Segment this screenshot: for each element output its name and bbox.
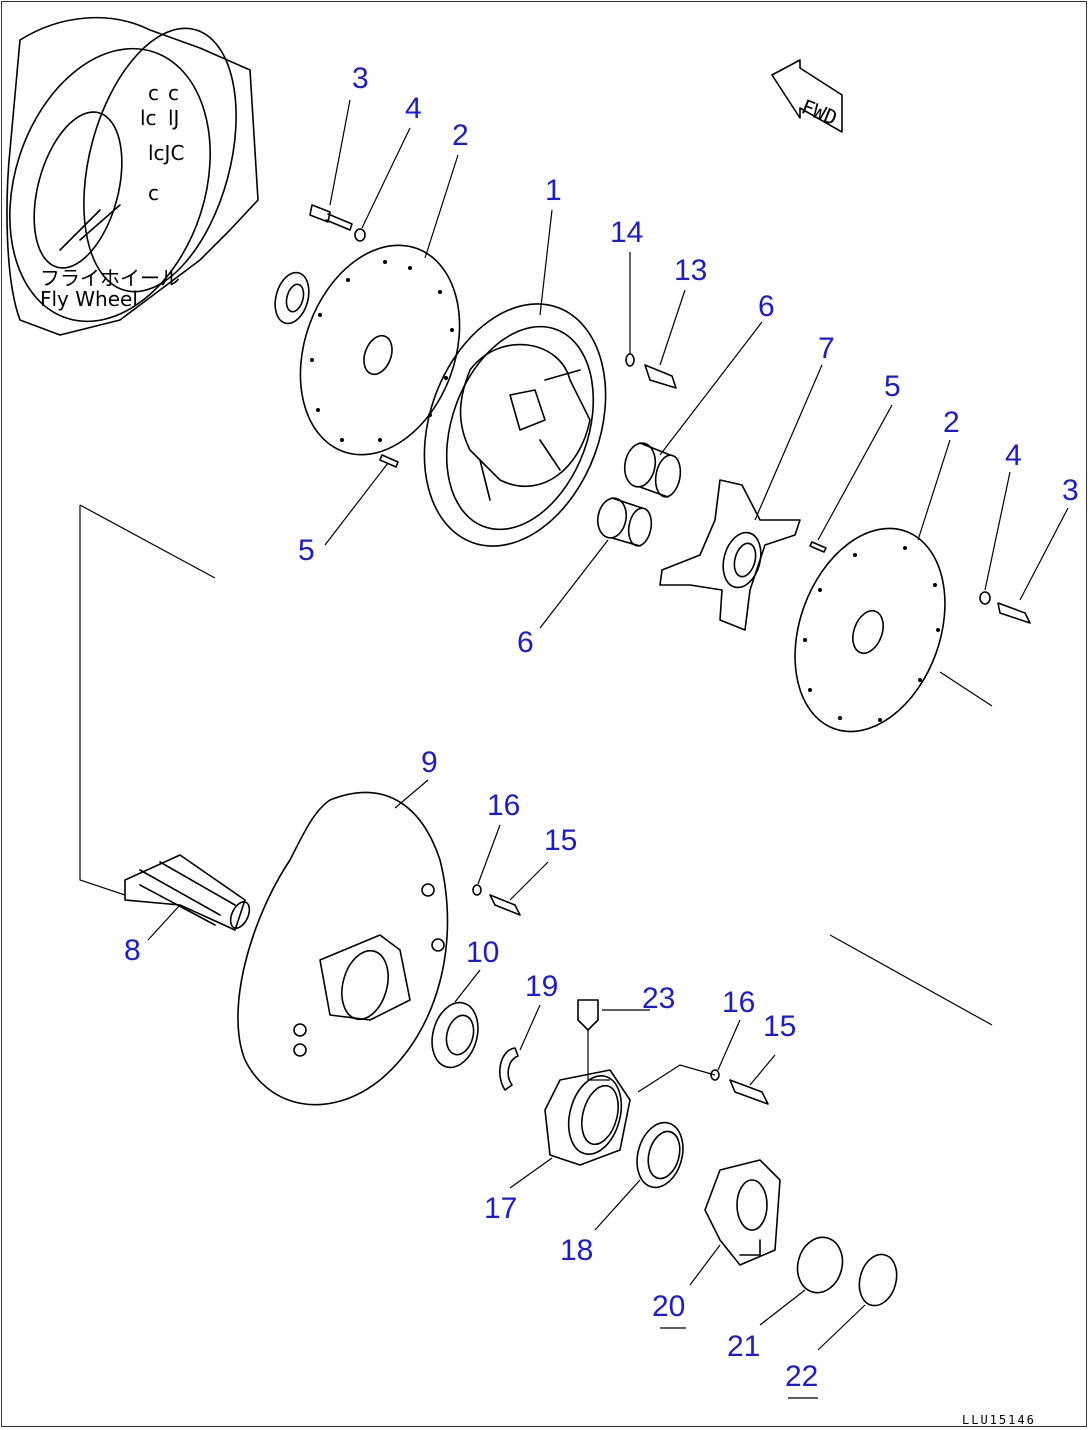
key-part-5-right — [809, 541, 827, 553]
callout-16-lower: 16 — [722, 986, 755, 1019]
callout-6-top: 6 — [758, 290, 775, 323]
callout-2-right: 2 — [943, 406, 960, 439]
yoke-part-20 — [704, 1159, 781, 1266]
svg-text:lc: lc — [140, 106, 157, 130]
callout-21: 21 — [727, 1330, 760, 1363]
callout-5-right: 5 — [884, 370, 901, 403]
callout-3-right: 3 — [1062, 474, 1079, 507]
svg-text:FWD: FWD — [798, 94, 840, 130]
callout-22: 22 — [785, 1360, 818, 1393]
plate-part-2-right — [794, 527, 946, 733]
washer-part-4-top — [354, 228, 366, 242]
seal-part-18 — [636, 1121, 684, 1189]
svg-text:c: c — [148, 81, 159, 105]
cover-part-17 — [544, 1069, 631, 1166]
coupling-part-7 — [659, 479, 801, 631]
callout-4-top: 4 — [405, 92, 422, 125]
callout-13: 13 — [674, 254, 707, 287]
callout-18: 18 — [560, 1234, 593, 1267]
sensor-part-23 — [577, 999, 599, 1080]
callout-3-top: 3 — [352, 62, 369, 95]
fwd-arrow-icon: FWD — [771, 59, 843, 133]
callout-17: 17 — [484, 1192, 517, 1225]
bushing-part-6-lower — [596, 497, 653, 547]
callout-19: 19 — [525, 970, 558, 1003]
svg-text:lcJC: lcJC — [148, 141, 184, 165]
callout-14: 14 — [610, 216, 643, 249]
svg-text:c: c — [148, 181, 159, 205]
ring-part-22 — [858, 1253, 898, 1307]
callout-15-lower: 15 — [763, 1010, 796, 1043]
callout-1: 1 — [545, 174, 562, 207]
callout-5-left: 5 — [298, 534, 315, 567]
callout-leaders — [147, 99, 1069, 1399]
svg-text:c: c — [168, 81, 179, 105]
washer-part-16-upper — [472, 884, 482, 896]
callout-8: 8 — [124, 934, 141, 967]
drawing-code: LLU15146 — [962, 1413, 1036, 1427]
washer-part-4-right — [979, 591, 991, 605]
flywheel-label-jp: フライホイール — [40, 266, 180, 290]
plate-part-2-top — [299, 244, 461, 456]
key-part-5-top — [379, 454, 399, 468]
svg-text:lJ: lJ — [168, 106, 179, 130]
callout-2-top: 2 — [452, 119, 469, 152]
housing-part-9 — [237, 791, 449, 1106]
flywheel-label-en: Fly Wheel — [40, 287, 138, 311]
washer-part-14 — [625, 353, 635, 367]
bolt-part-13 — [644, 364, 677, 389]
pilot-bearing — [274, 271, 310, 325]
bushing-part-6-upper — [623, 442, 682, 498]
washer-part-16-lower — [710, 1069, 720, 1081]
bolt-part-15-lower — [729, 1079, 769, 1105]
callout-23: 23 — [642, 982, 675, 1015]
bolt-part-15-upper — [489, 894, 521, 916]
callout-6-bottom: 6 — [517, 626, 534, 659]
callout-4-right: 4 — [1005, 439, 1022, 472]
assembly-guide-lines — [79, 504, 993, 1093]
bolt-part-3-top — [309, 204, 353, 231]
cap-part-21 — [796, 1236, 844, 1294]
callout-15-upper: 15 — [544, 824, 577, 857]
flange-part-1 — [423, 303, 607, 547]
callout-9: 9 — [421, 746, 438, 779]
flywheel-housing: c c lc lJ lcJC c — [6, 16, 259, 336]
callout-10: 10 — [466, 936, 499, 969]
bearing-part-10 — [431, 1001, 479, 1069]
snap-ring-part-19 — [499, 1047, 519, 1091]
callout-16-upper: 16 — [487, 789, 520, 822]
bolt-part-3-right — [997, 602, 1031, 624]
spline-shaft-part-8 — [124, 854, 251, 931]
callout-7: 7 — [818, 332, 835, 365]
callout-20: 20 — [652, 1290, 685, 1323]
